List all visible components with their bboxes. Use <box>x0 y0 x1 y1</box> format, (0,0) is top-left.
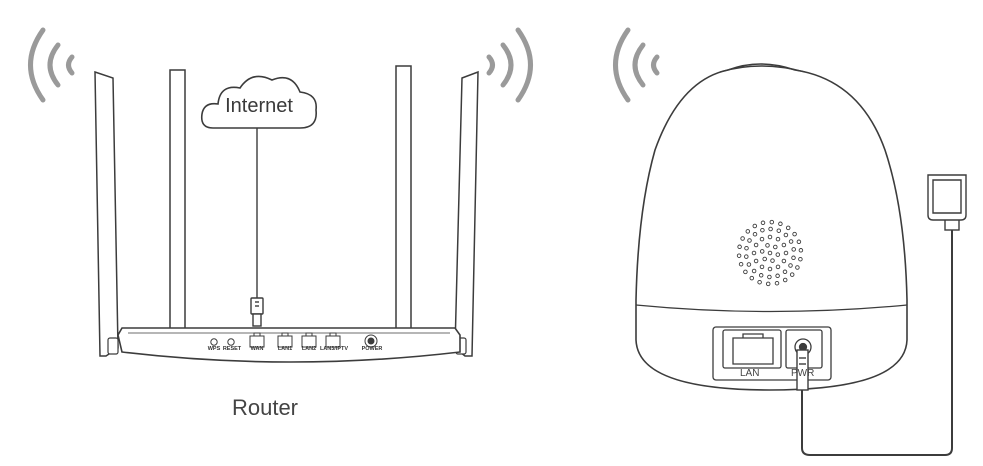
speaker-hole <box>782 269 788 275</box>
speaker-hole <box>767 266 773 272</box>
port-label-power: POWER <box>361 346 383 352</box>
speaker-hole <box>744 245 749 251</box>
camera-power-label: PWR <box>791 368 815 379</box>
speaker-hole <box>745 229 751 234</box>
speaker-hole <box>791 247 796 252</box>
router-right-wifi-waves <box>486 27 533 103</box>
speaker-hole <box>760 220 766 226</box>
speaker-hole <box>770 258 775 263</box>
speaker-hole <box>775 252 781 257</box>
speaker-hole <box>759 249 765 254</box>
lan3-port <box>325 332 341 348</box>
port-label-wan: WAN <box>250 346 264 352</box>
camera-lan-port <box>732 333 774 365</box>
speaker-hole <box>773 244 778 250</box>
speaker-hole <box>781 258 787 264</box>
reset-button <box>227 338 235 346</box>
camera-base-divider <box>635 304 908 313</box>
speaker-hole <box>796 239 802 245</box>
power-adapter-cable <box>796 174 967 456</box>
speaker-hole <box>776 228 782 233</box>
speaker-hole <box>775 273 780 279</box>
speaker-hole <box>788 263 793 268</box>
speaker-grille <box>736 219 804 287</box>
speaker-hole <box>751 268 757 274</box>
speaker-hole <box>752 223 758 229</box>
router-left-wifi-waves <box>28 27 75 103</box>
speaker-hole <box>737 244 742 250</box>
speaker-hole <box>774 280 780 286</box>
internet-cloud <box>200 75 317 129</box>
port-label-wps: WPS <box>207 346 221 352</box>
speaker-hole <box>778 221 783 227</box>
router-antenna-2 <box>169 69 186 331</box>
speaker-hole <box>736 253 742 258</box>
speaker-hole <box>747 238 752 243</box>
port-label-reset: RESET <box>222 346 242 352</box>
port-label-lan2: LAN2 <box>301 346 317 352</box>
speaker-hole <box>798 248 804 253</box>
speaker-hole <box>769 219 775 225</box>
speaker-hole <box>767 274 772 280</box>
speaker-hole <box>783 232 789 238</box>
speaker-hole <box>744 254 749 259</box>
speaker-hole <box>749 275 755 281</box>
lan2-port <box>301 332 317 348</box>
speaker-hole <box>767 250 773 256</box>
speaker-hole <box>775 236 781 242</box>
speaker-hole <box>738 261 744 267</box>
wan-port <box>249 332 265 348</box>
speaker-hole <box>752 231 758 237</box>
speaker-hole <box>760 227 765 233</box>
speaker-hole <box>743 269 748 275</box>
speaker-hole <box>759 264 765 270</box>
router-antenna-3 <box>395 65 412 331</box>
router-caption: Router <box>231 395 299 420</box>
port-label-lan1: LAN1 <box>277 346 293 352</box>
speaker-hole <box>782 277 788 283</box>
speaker-hole <box>798 256 803 262</box>
speaker-hole <box>765 243 770 248</box>
speaker-hole <box>783 250 789 256</box>
speaker-hole <box>789 272 795 277</box>
speaker-hole <box>753 258 759 264</box>
speaker-hole <box>795 265 800 270</box>
camera-lan-label: LAN <box>740 368 760 379</box>
speaker-hole <box>740 236 745 241</box>
speaker-hole <box>753 242 759 248</box>
speaker-hole <box>792 231 797 237</box>
speaker-hole <box>785 225 791 231</box>
wan-ethernet-cable <box>250 128 264 327</box>
speaker-hole <box>746 262 752 267</box>
port-label-lan3-iptv: LAN3/IPTV <box>319 346 349 352</box>
speaker-hole <box>765 281 771 287</box>
wps-button <box>210 338 218 346</box>
router-antenna-4 <box>454 70 479 357</box>
internet-label: Internet <box>225 95 293 117</box>
router-antenna-1 <box>94 70 119 357</box>
speaker-hole <box>767 234 773 240</box>
camera-wifi-waves <box>613 27 660 103</box>
speaker-hole <box>751 250 757 256</box>
speaker-hole <box>791 255 796 261</box>
speaker-hole <box>762 256 767 262</box>
speaker-hole <box>759 236 765 242</box>
speaker-hole <box>788 239 794 244</box>
speaker-hole <box>758 273 764 278</box>
speaker-hole <box>781 242 787 248</box>
speaker-hole <box>775 264 781 270</box>
lan1-port <box>277 332 293 348</box>
speaker-hole <box>757 279 762 285</box>
speaker-hole <box>768 226 773 232</box>
